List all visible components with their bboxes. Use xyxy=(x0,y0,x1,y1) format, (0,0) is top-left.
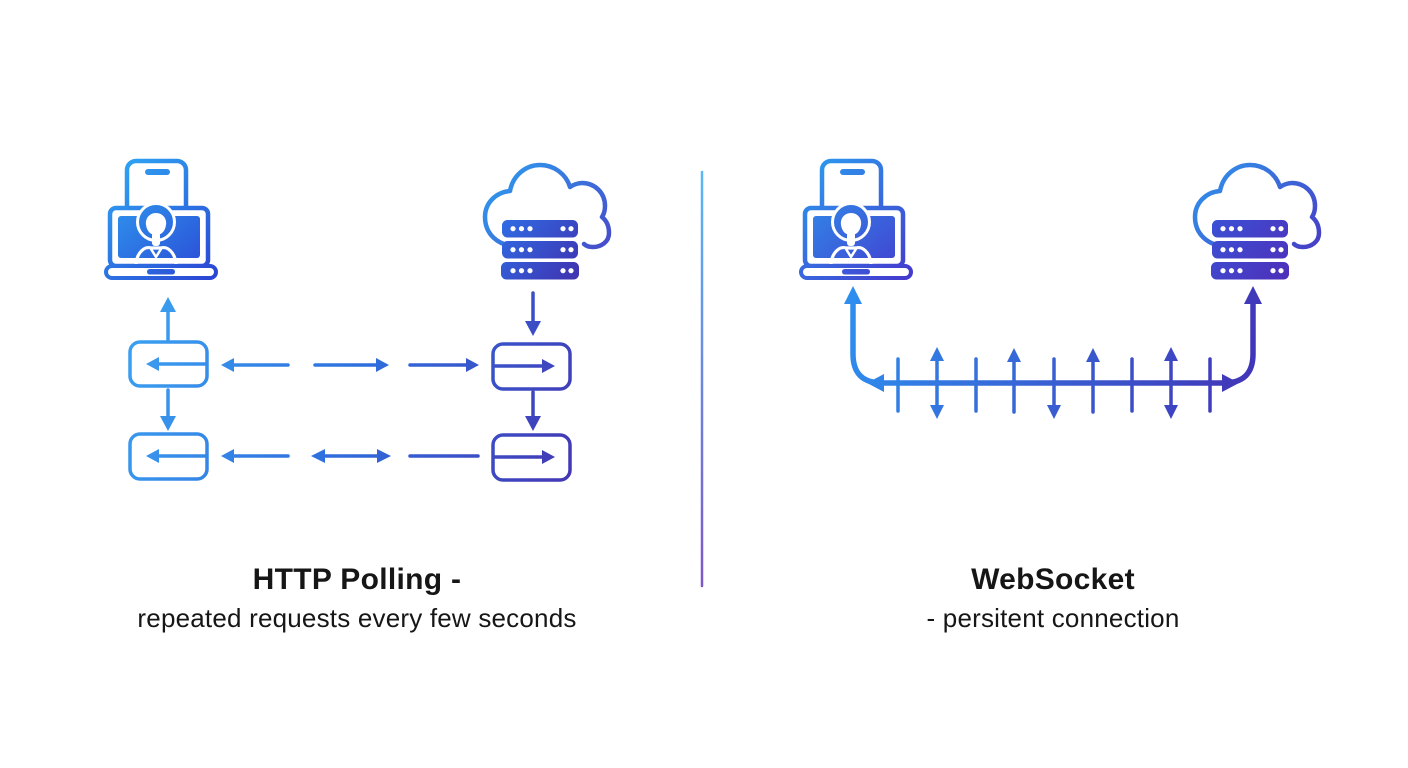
user-shoulders xyxy=(829,246,873,266)
http-polling-arrowheads xyxy=(146,297,555,464)
left-arrowhead xyxy=(867,374,884,392)
right-arrowhead xyxy=(466,358,479,372)
left-client-device-icon xyxy=(104,158,218,280)
server-racks xyxy=(1211,220,1289,280)
right-caption: WebSocket - persitent connection xyxy=(753,560,1353,636)
up-arrowhead xyxy=(1086,348,1100,362)
down-arrowhead xyxy=(1164,405,1178,419)
down-arrowhead xyxy=(525,416,541,431)
message-tick-arrowheads xyxy=(930,347,1178,419)
up-arrowhead xyxy=(930,347,944,361)
user-face xyxy=(145,213,167,235)
laptop-base-notch xyxy=(147,269,175,275)
user-neck xyxy=(847,232,855,246)
up-arrowhead xyxy=(844,286,862,304)
right-arrowhead xyxy=(542,450,555,464)
right-arrowhead xyxy=(542,359,555,373)
server-rack xyxy=(1212,241,1288,259)
server-rack xyxy=(501,262,579,280)
phone-speaker xyxy=(840,169,865,175)
down-arrowhead xyxy=(525,321,541,336)
left-subtitle: repeated requests every few seconds xyxy=(137,603,577,633)
user-collar xyxy=(149,248,163,259)
http-polling-flow xyxy=(128,291,572,482)
server-rack xyxy=(1211,262,1289,280)
right-subtitle: - persitent connection xyxy=(926,603,1180,633)
websocket-connection xyxy=(844,286,1262,419)
left-arrowhead xyxy=(311,449,325,463)
user-face xyxy=(840,213,862,235)
down-arrowhead xyxy=(160,416,176,431)
left-arrowhead xyxy=(221,449,234,463)
server-rack xyxy=(502,241,578,259)
right-arrowhead xyxy=(377,449,391,463)
up-arrowhead xyxy=(1244,286,1262,304)
left-title: HTTP Polling - xyxy=(252,563,462,596)
left-arrowhead xyxy=(146,357,159,371)
server-leds xyxy=(1220,226,1284,274)
up-arrowhead xyxy=(1007,348,1021,362)
left-arrowhead xyxy=(146,449,159,463)
phone-speaker xyxy=(145,169,170,175)
connection-arrowheads xyxy=(844,286,1262,392)
user-collar xyxy=(844,248,858,259)
up-arrowhead xyxy=(160,297,176,312)
down-arrowhead xyxy=(1047,405,1061,419)
right-arrowhead xyxy=(376,358,389,372)
left-arrowhead xyxy=(221,358,234,372)
server-rack xyxy=(502,220,578,238)
user-shoulders xyxy=(134,246,178,266)
right-client-device-icon xyxy=(799,158,913,280)
server-racks xyxy=(501,220,579,280)
left-cloud-server-icon xyxy=(482,162,612,280)
server-rack xyxy=(1212,220,1288,238)
right-title: WebSocket xyxy=(971,563,1135,596)
left-caption: HTTP Polling - repeated requests every f… xyxy=(57,560,657,636)
user-neck xyxy=(152,232,160,246)
up-arrowhead xyxy=(1164,347,1178,361)
right-arrowhead xyxy=(1222,374,1239,392)
message-tick-lines xyxy=(896,357,1212,414)
server-leds xyxy=(510,226,574,274)
laptop-base-notch xyxy=(842,269,870,275)
right-cloud-server-icon xyxy=(1192,162,1322,280)
down-arrowhead xyxy=(930,405,944,419)
